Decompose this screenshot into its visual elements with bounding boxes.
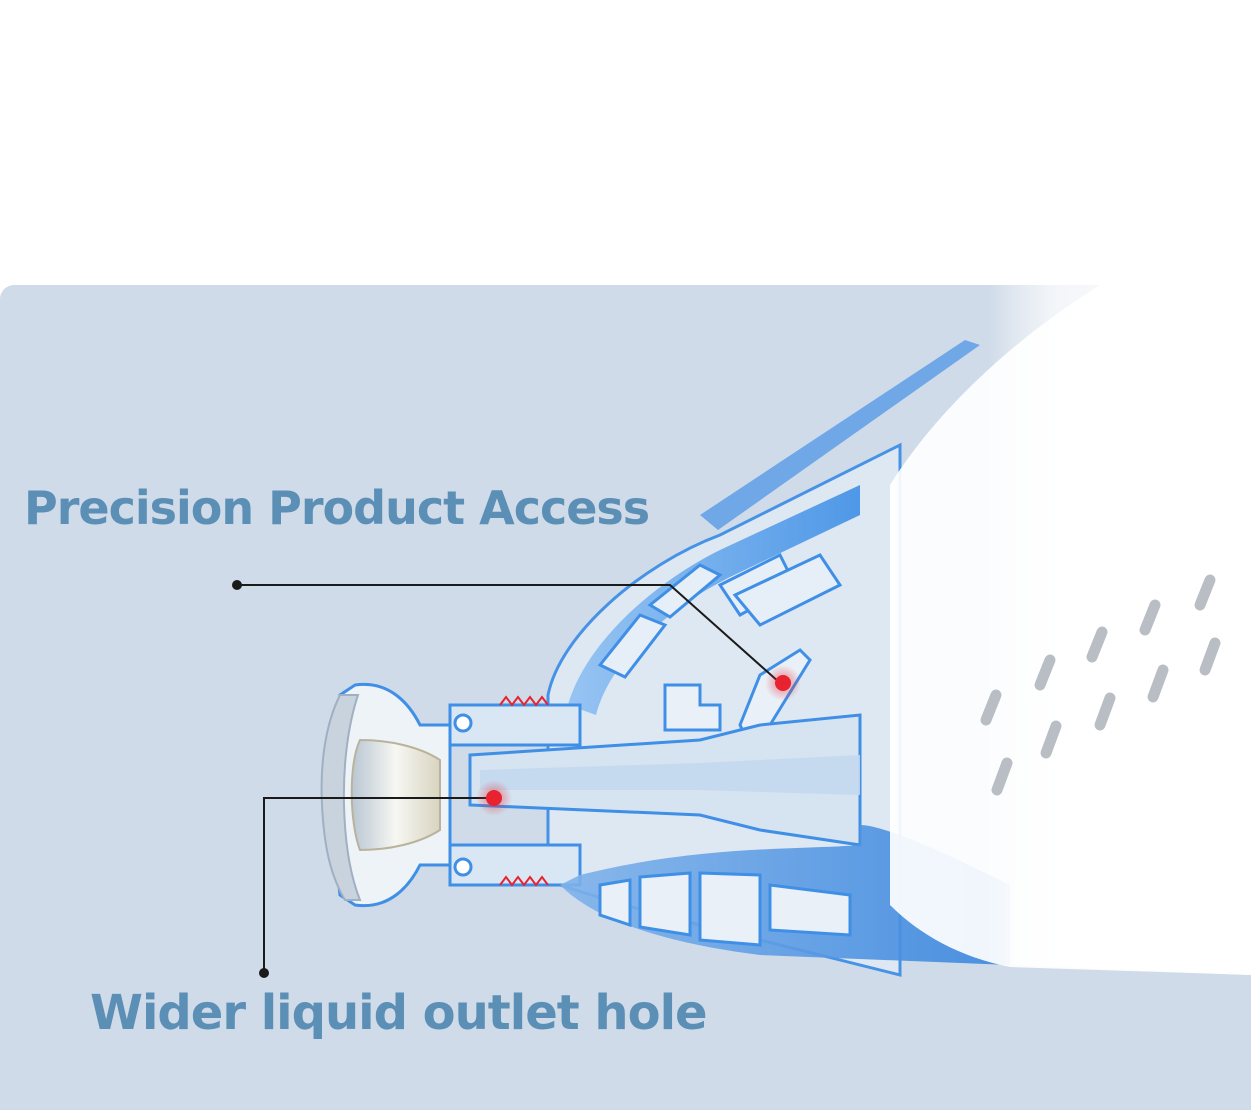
marker-access <box>775 675 791 691</box>
tip-insert <box>352 740 440 850</box>
leader-access-dot <box>232 580 242 590</box>
diagram-panel: Precision Product Access Wider liquid ou… <box>0 285 1251 1110</box>
leader-outlet-dot <box>259 968 269 978</box>
marker-outlet <box>486 790 502 806</box>
callout-precision-access: Precision Product Access <box>24 481 649 535</box>
callout-wider-outlet: Wider liquid outlet hole <box>90 985 707 1041</box>
